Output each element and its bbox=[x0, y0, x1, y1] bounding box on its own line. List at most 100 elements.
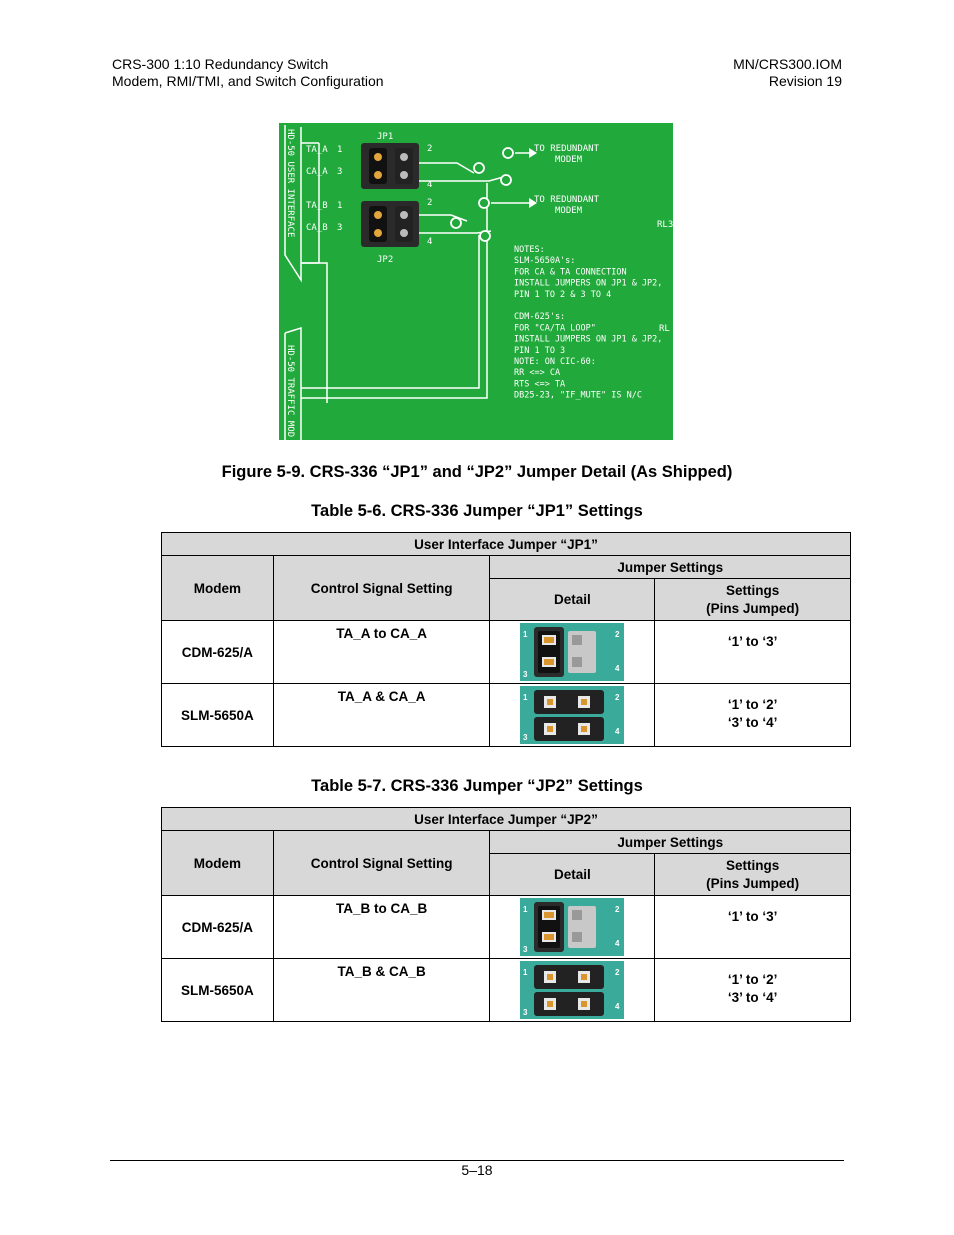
rl3-label: RL3 bbox=[657, 220, 673, 230]
to-redundant-1-modem: MODEM bbox=[555, 155, 583, 165]
table-row: SLM-5650A TA_B & CA_B 1 3 2 4 ‘1’ to ‘2’… bbox=[161, 958, 851, 1022]
arrow-heads bbox=[529, 148, 537, 208]
svg-text:1: 1 bbox=[523, 905, 528, 914]
header-settings: Settings (Pins Jumped) bbox=[654, 853, 851, 896]
pin-1-label: 1 bbox=[337, 145, 342, 155]
ta-a-label: TA_A bbox=[306, 145, 328, 155]
svg-text:4: 4 bbox=[615, 727, 620, 736]
pins-jumped-value: ‘3’ to ‘4’ bbox=[727, 990, 778, 1005]
jumper-detail-image: 1 3 2 4 bbox=[520, 686, 625, 744]
svg-text:4: 4 bbox=[615, 1002, 620, 1011]
page-number: 5–18 bbox=[461, 1162, 493, 1178]
ca-a-label: CA_A bbox=[306, 167, 328, 177]
note-line: INSTALL JUMPERS ON JP1 & JP2, bbox=[514, 335, 662, 345]
table-row: CDM-625/A TA_A to CA_A 1 3 2 4 ‘1’ to ‘3… bbox=[161, 620, 851, 684]
settings-cell: ‘1’ to ‘3’ bbox=[654, 895, 851, 959]
detail-cell: 1 3 2 4 bbox=[489, 895, 656, 959]
page-header-left: CRS-300 1:10 Redundancy Switch Modem, RM… bbox=[112, 56, 384, 90]
header-settings-line1: Settings bbox=[726, 582, 780, 598]
jp2-block bbox=[361, 201, 419, 247]
header-doc-number: MN/CRS300.IOM bbox=[733, 56, 842, 72]
to-redundant-1: TO REDUNDANT bbox=[534, 144, 600, 154]
detail-cell: 1 3 2 4 bbox=[489, 958, 656, 1022]
connector-outline-bottom bbox=[284, 326, 302, 440]
note-line: SLM-5650A's: bbox=[514, 256, 575, 266]
note-line: INSTALL JUMPERS ON JP1 & JP2, bbox=[514, 279, 662, 289]
svg-text:3: 3 bbox=[523, 945, 528, 954]
modem-cell: CDM-625/A bbox=[161, 895, 274, 959]
jumper-detail-image: 1 3 2 4 bbox=[520, 961, 625, 1019]
figure-caption: Figure 5-9. CRS-336 “JP1” and “JP2” Jump… bbox=[221, 463, 733, 481]
jumper-detail-image: 1 3 2 4 bbox=[520, 623, 625, 681]
header-doc-title: CRS-300 1:10 Redundancy Switch bbox=[112, 56, 329, 72]
table-row: SLM-5650A TA_A & CA_A 1 3 2 4 ‘1’ to ‘2’… bbox=[161, 683, 851, 747]
table-title: User Interface Jumper “JP1” bbox=[161, 532, 851, 556]
board-notes: NOTES:SLM-5650A's:FOR CA & TA CONNECTION… bbox=[514, 245, 662, 401]
table-row: CDM-625/A TA_B to CA_B 1 3 2 4 ‘1’ to ‘3… bbox=[161, 895, 851, 959]
note-line: NOTE: ON CIC-60: bbox=[514, 357, 596, 367]
footer-rule bbox=[110, 1160, 844, 1161]
pin-3-label-b: 3 bbox=[337, 223, 342, 233]
pins-jumped-value: ‘1’ to ‘3’ bbox=[727, 634, 778, 649]
svg-text:2: 2 bbox=[615, 968, 620, 977]
connector-outline-top bbox=[284, 125, 302, 283]
side-label-user-interface: HD-50 USER INTERFACE bbox=[285, 129, 295, 237]
modem-cell: CDM-625/A bbox=[161, 620, 274, 684]
ta-b-label: TA_B bbox=[306, 201, 328, 211]
pin-1-label-b: 1 bbox=[337, 201, 342, 211]
svg-text:4: 4 bbox=[615, 939, 620, 948]
modem-cell: SLM-5650A bbox=[161, 958, 274, 1022]
header-detail: Detail bbox=[489, 578, 656, 621]
table-caption: Table 5-7. CRS-336 Jumper “JP2” Settings bbox=[311, 777, 643, 795]
to-redundant-2-modem: MODEM bbox=[555, 206, 583, 216]
control-signal-cell: TA_B & CA_B bbox=[272, 958, 491, 1022]
note-line: NOTES: bbox=[514, 245, 545, 255]
note-line: DB25-23, "IF_MUTE" IS N/C bbox=[514, 391, 642, 401]
settings-cell: ‘1’ to ‘2’‘3’ to ‘4’ bbox=[654, 958, 851, 1022]
header-detail: Detail bbox=[489, 853, 656, 896]
settings-cell: ‘1’ to ‘3’ bbox=[654, 620, 851, 684]
svg-text:2: 2 bbox=[615, 630, 620, 639]
table-title: User Interface Jumper “JP2” bbox=[161, 807, 851, 831]
control-signal-cell: TA_A & CA_A bbox=[272, 683, 491, 747]
switch-contacts bbox=[450, 147, 514, 242]
pin-3-label: 3 bbox=[337, 167, 342, 177]
svg-text:1: 1 bbox=[523, 630, 528, 639]
control-signal-cell: TA_B to CA_B bbox=[272, 895, 491, 959]
pin-2-label: 2 bbox=[427, 144, 432, 154]
note-line: FOR "CA/TA LOOP" bbox=[514, 323, 596, 333]
note-line: FOR CA & TA CONNECTION bbox=[514, 267, 627, 277]
note-line: PIN 1 TO 3 bbox=[514, 346, 565, 356]
header-jumper-settings: Jumper Settings bbox=[489, 555, 851, 579]
svg-text:3: 3 bbox=[523, 670, 528, 679]
jumper-settings-table: User Interface Jumper “JP1” Modem Contro… bbox=[161, 532, 851, 747]
header-section-title: Modem, RMI/TMI, and Switch Configuration bbox=[112, 73, 384, 89]
header-control-signal: Control Signal Setting bbox=[272, 830, 491, 896]
control-signal-cell: TA_A to CA_A bbox=[272, 620, 491, 684]
jp1-label: JP1 bbox=[377, 132, 393, 142]
header-jumper-settings: Jumper Settings bbox=[489, 830, 851, 854]
pins-jumped-value: ‘3’ to ‘4’ bbox=[727, 715, 778, 730]
detail-cell: 1 3 2 4 bbox=[489, 683, 656, 747]
rl-label: RL bbox=[659, 324, 670, 334]
svg-text:2: 2 bbox=[615, 693, 620, 702]
side-label-traffic: HD-50 TRAFFIC MOD bbox=[285, 345, 295, 437]
svg-text:1: 1 bbox=[523, 693, 528, 702]
header-settings-line2: (Pins Jumped) bbox=[706, 600, 800, 616]
pin-4-label-b: 4 bbox=[427, 237, 432, 247]
page-header-right: MN/CRS300.IOM Revision 19 bbox=[733, 56, 842, 90]
header-modem: Modem bbox=[161, 555, 274, 621]
header-revision: Revision 19 bbox=[768, 73, 842, 89]
note-line: CDM-625's: bbox=[514, 312, 565, 322]
settings-cell: ‘1’ to ‘2’‘3’ to ‘4’ bbox=[654, 683, 851, 747]
header-settings: Settings (Pins Jumped) bbox=[654, 578, 851, 621]
header-settings-line1: Settings bbox=[726, 857, 780, 873]
jp2-label: JP2 bbox=[377, 255, 393, 265]
jp1-block bbox=[361, 143, 419, 189]
header-settings-line2: (Pins Jumped) bbox=[706, 875, 800, 891]
modem-cell: SLM-5650A bbox=[161, 683, 274, 747]
board-diagram: HD-50 USER INTERFACE HD-50 TRAFFIC MOD bbox=[279, 123, 673, 440]
jumper-settings-table: User Interface Jumper “JP2” Modem Contro… bbox=[161, 807, 851, 1022]
pins-jumped-value: ‘1’ to ‘3’ bbox=[727, 909, 778, 924]
svg-text:3: 3 bbox=[523, 733, 528, 742]
